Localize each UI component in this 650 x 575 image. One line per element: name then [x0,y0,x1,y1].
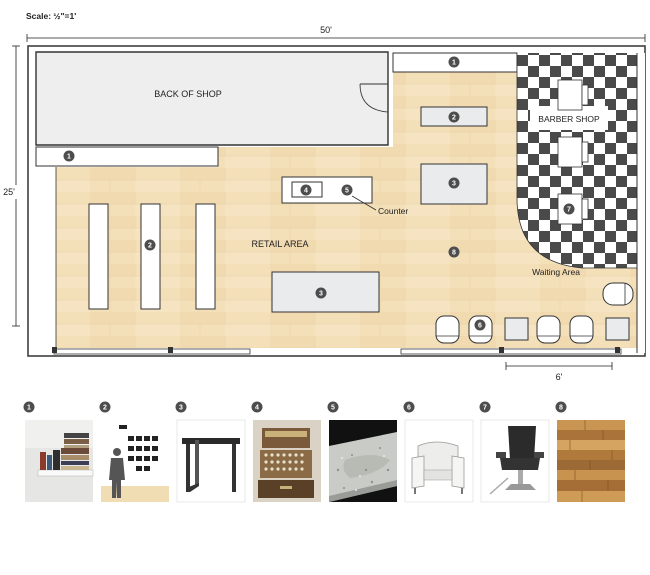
retail-area-label: RETAIL AREA [251,239,308,249]
barber-chair-photo [480,419,550,503]
svg-text:6: 6 [407,405,411,412]
retail-shelf-3 [195,203,216,310]
svg-text:1: 1 [67,154,71,161]
marker-6: 6 [474,319,486,331]
white-armchair-photo [404,419,474,503]
svg-text:7: 7 [483,405,487,412]
svg-text:5: 5 [345,188,349,195]
legend-item-2: 2 [99,401,169,502]
marker-2-shelf: 2 [144,239,156,251]
height-label: 25' [3,187,15,197]
legend-item-3: 3 [175,401,246,503]
legend-item-4: 4 [251,401,321,502]
marker-7: 7 [563,203,575,215]
svg-text:5: 5 [331,405,335,412]
legend-item-1: 1 [23,401,94,502]
cash-register-photo [253,420,321,502]
counter-label: Counter [378,206,408,216]
wood-floor-photo [557,420,625,502]
unit-scale-label: 6' [556,372,563,382]
waiting-chair-1 [435,315,460,344]
metal-table-photo [176,419,246,503]
svg-text:3: 3 [452,181,456,188]
wall-shelf-books-photo [25,420,94,502]
waiting-area-label: Waiting Area [532,267,580,277]
waiting-chair-4 [569,315,594,344]
svg-text:4: 4 [255,405,259,412]
stone-countertop-photo [329,420,397,502]
legend-item-5: 5 [327,401,397,502]
retail-shelf-1 [88,203,109,310]
marker-5: 5 [341,184,353,196]
svg-text:2: 2 [103,405,107,412]
legend-item-6: 6 [403,401,474,503]
side-table-2 [605,317,630,341]
door-swing-icon [359,83,389,113]
unit-scale-bar: 6' [505,362,613,382]
waiting-chair-3 [536,315,561,344]
height-dimension: 25' [0,45,20,327]
back-of-shop-label: BACK OF SHOP [154,89,222,99]
marker-1-top: 1 [448,56,460,68]
retail-shelf-2 [140,203,161,310]
legend: 1 2 [23,401,625,503]
svg-text:7: 7 [567,207,571,214]
waiting-chair-side [602,282,634,306]
barber-chair-2 [557,136,589,168]
svg-text:3: 3 [319,291,323,298]
floor-plan: BACK OF SHOP BARBER SHOP [27,45,646,357]
width-label: 50' [320,25,332,35]
storefront-windows [52,347,622,355]
svg-text:2: 2 [452,115,456,122]
wall-shelf-left [35,146,219,167]
svg-text:2: 2 [148,243,152,250]
marker-1-left: 1 [63,150,75,162]
scale-label: Scale: ½"=1' [26,11,76,21]
display-wall-figure-photo [101,420,169,502]
svg-text:3: 3 [179,405,183,412]
marker-2-top: 2 [448,111,460,123]
legend-item-8: 8 [555,401,625,502]
svg-text:6: 6 [478,323,482,330]
svg-text:1: 1 [452,60,456,67]
marker-3-right: 3 [448,177,460,189]
marker-4: 4 [300,184,312,196]
legend-item-7: 7 [479,401,550,503]
back-of-shop-room [35,51,389,146]
svg-text:8: 8 [452,250,456,257]
marker-8: 8 [448,246,460,258]
marker-3-center: 3 [315,287,327,299]
width-dimension: 50' [26,25,646,42]
svg-text:1: 1 [27,405,31,412]
svg-text:4: 4 [304,188,308,195]
svg-text:8: 8 [559,405,563,412]
barber-shop-label: BARBER SHOP [538,114,600,124]
barber-chair-1 [557,79,589,111]
side-table-1 [504,317,529,341]
